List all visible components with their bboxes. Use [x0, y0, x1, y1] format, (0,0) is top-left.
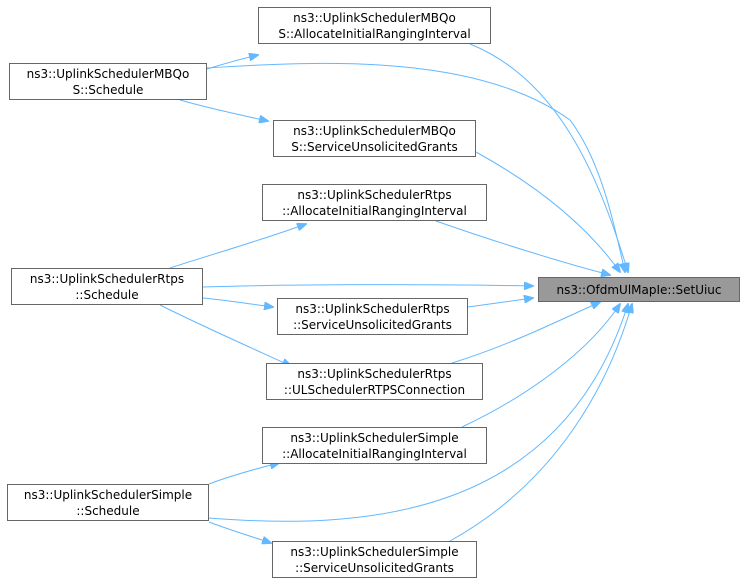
node-label-line: ns3::UplinkSchedulerRtps	[295, 301, 450, 316]
node-label-line: ns3::OfdmUlMapIe::SetUiuc	[556, 282, 722, 297]
node-mbqos-service-unsolicited-grants[interactable]: ns3::UplinkSchedulerMBQo S::ServiceUnsol…	[273, 120, 476, 157]
edge-simple-schedule-to-simple-sug	[208, 521, 271, 543]
node-simple-schedule[interactable]: ns3::UplinkSchedulerSimple ::Schedule	[7, 484, 209, 521]
node-ofdm-ul-map-ie-set-uiuc: ns3::OfdmUlMapIe::SetUiuc	[538, 277, 740, 302]
node-label-line: ns3::UplinkSchedulerRtps	[29, 271, 185, 286]
node-label-line: ns3::UplinkSchedulerSimple	[290, 430, 459, 445]
node-rtps-schedule[interactable]: ns3::UplinkSchedulerRtps ::Schedule	[11, 268, 203, 305]
edge-rtps-schedule-to-rtps-aira	[169, 224, 306, 269]
edge-simple-sug-to-set-uiuc	[449, 304, 632, 542]
edge-rtps-schedule-to-rtps-ulsc	[159, 304, 291, 366]
node-label-line: ::AllocateInitialRangingInterval	[282, 446, 467, 461]
edge-rtps-schedule-to-set-uiuc	[202, 285, 533, 287]
node-label-line: ns3::UplinkSchedulerRtps	[297, 187, 452, 202]
node-label-line: ::Schedule	[76, 503, 140, 518]
node-label-line: ns3::UplinkSchedulerSimple	[290, 544, 459, 559]
node-label-line: ns3::UplinkSchedulerMBQo	[293, 10, 456, 25]
edge-mbqos-aira-to-set-uiuc	[469, 43, 628, 272]
node-label-line: ::ServiceUnsolicitedGrants	[293, 317, 452, 332]
node-label-line: ::ULSchedulerRTPSConnection	[283, 382, 466, 397]
node-label-line: ::AllocateInitialRangingInterval	[282, 203, 467, 218]
edge-rtps-schedule-to-rtps-sug	[202, 297, 273, 307]
edge-simple-schedule-to-simple-aira	[208, 463, 279, 485]
node-label-line: S::ServiceUnsolicitedGrants	[291, 139, 458, 154]
node-rtps-allocate-initial-ranging-interval[interactable]: ns3::UplinkSchedulerRtps ::AllocateIniti…	[262, 184, 487, 221]
node-simple-service-unsolicited-grants[interactable]: ns3::UplinkSchedulerSimple ::ServiceUnso…	[272, 541, 477, 578]
node-rtps-service-unsolicited-grants[interactable]: ns3::UplinkSchedulerRtps ::ServiceUnsoli…	[277, 298, 468, 335]
edge-mbqos-sug-to-set-uiuc	[475, 151, 620, 272]
node-simple-allocate-initial-ranging-interval[interactable]: ns3::UplinkSchedulerSimple ::AllocateIni…	[262, 427, 487, 464]
edge-rtps-sug-to-set-uiuc	[467, 298, 533, 308]
node-label-line: S::AllocateInitialRangingInterval	[278, 26, 471, 41]
node-label-line: ::Schedule	[75, 287, 139, 302]
edge-mbqos-schedule-to-set-uiuc	[206, 62, 625, 272]
node-label-line: S::Schedule	[72, 82, 144, 97]
node-label-line: ns3::UplinkSchedulerSimple	[23, 487, 193, 502]
node-label-line: ns3::UplinkSchedulerRtps	[297, 366, 452, 381]
edge-rtps-ulsc-to-set-uiuc	[451, 302, 600, 364]
node-mbqos-allocate-initial-ranging-interval[interactable]: ns3::UplinkSchedulerMBQo S::AllocateInit…	[258, 7, 491, 44]
node-label-line: ns3::UplinkSchedulerMBQo	[293, 123, 456, 138]
node-mbqos-schedule[interactable]: ns3::UplinkSchedulerMBQo S::Schedule	[9, 63, 207, 100]
edge-rtps-aira-to-set-uiuc	[435, 220, 610, 275]
edge-mbqos-schedule-to-mbqos-sug	[179, 99, 268, 121]
node-label-line: ::ServiceUnsolicitedGrants	[295, 560, 454, 575]
node-label-line: ns3::UplinkSchedulerMBQo	[26, 66, 190, 81]
edge-simple-aira-to-set-uiuc	[461, 304, 620, 428]
node-rtps-ul-scheduler-rtps-connection[interactable]: ns3::UplinkSchedulerRtps ::ULSchedulerRT…	[266, 363, 483, 400]
edge-simple-schedule-to-set-uiuc	[208, 304, 628, 522]
